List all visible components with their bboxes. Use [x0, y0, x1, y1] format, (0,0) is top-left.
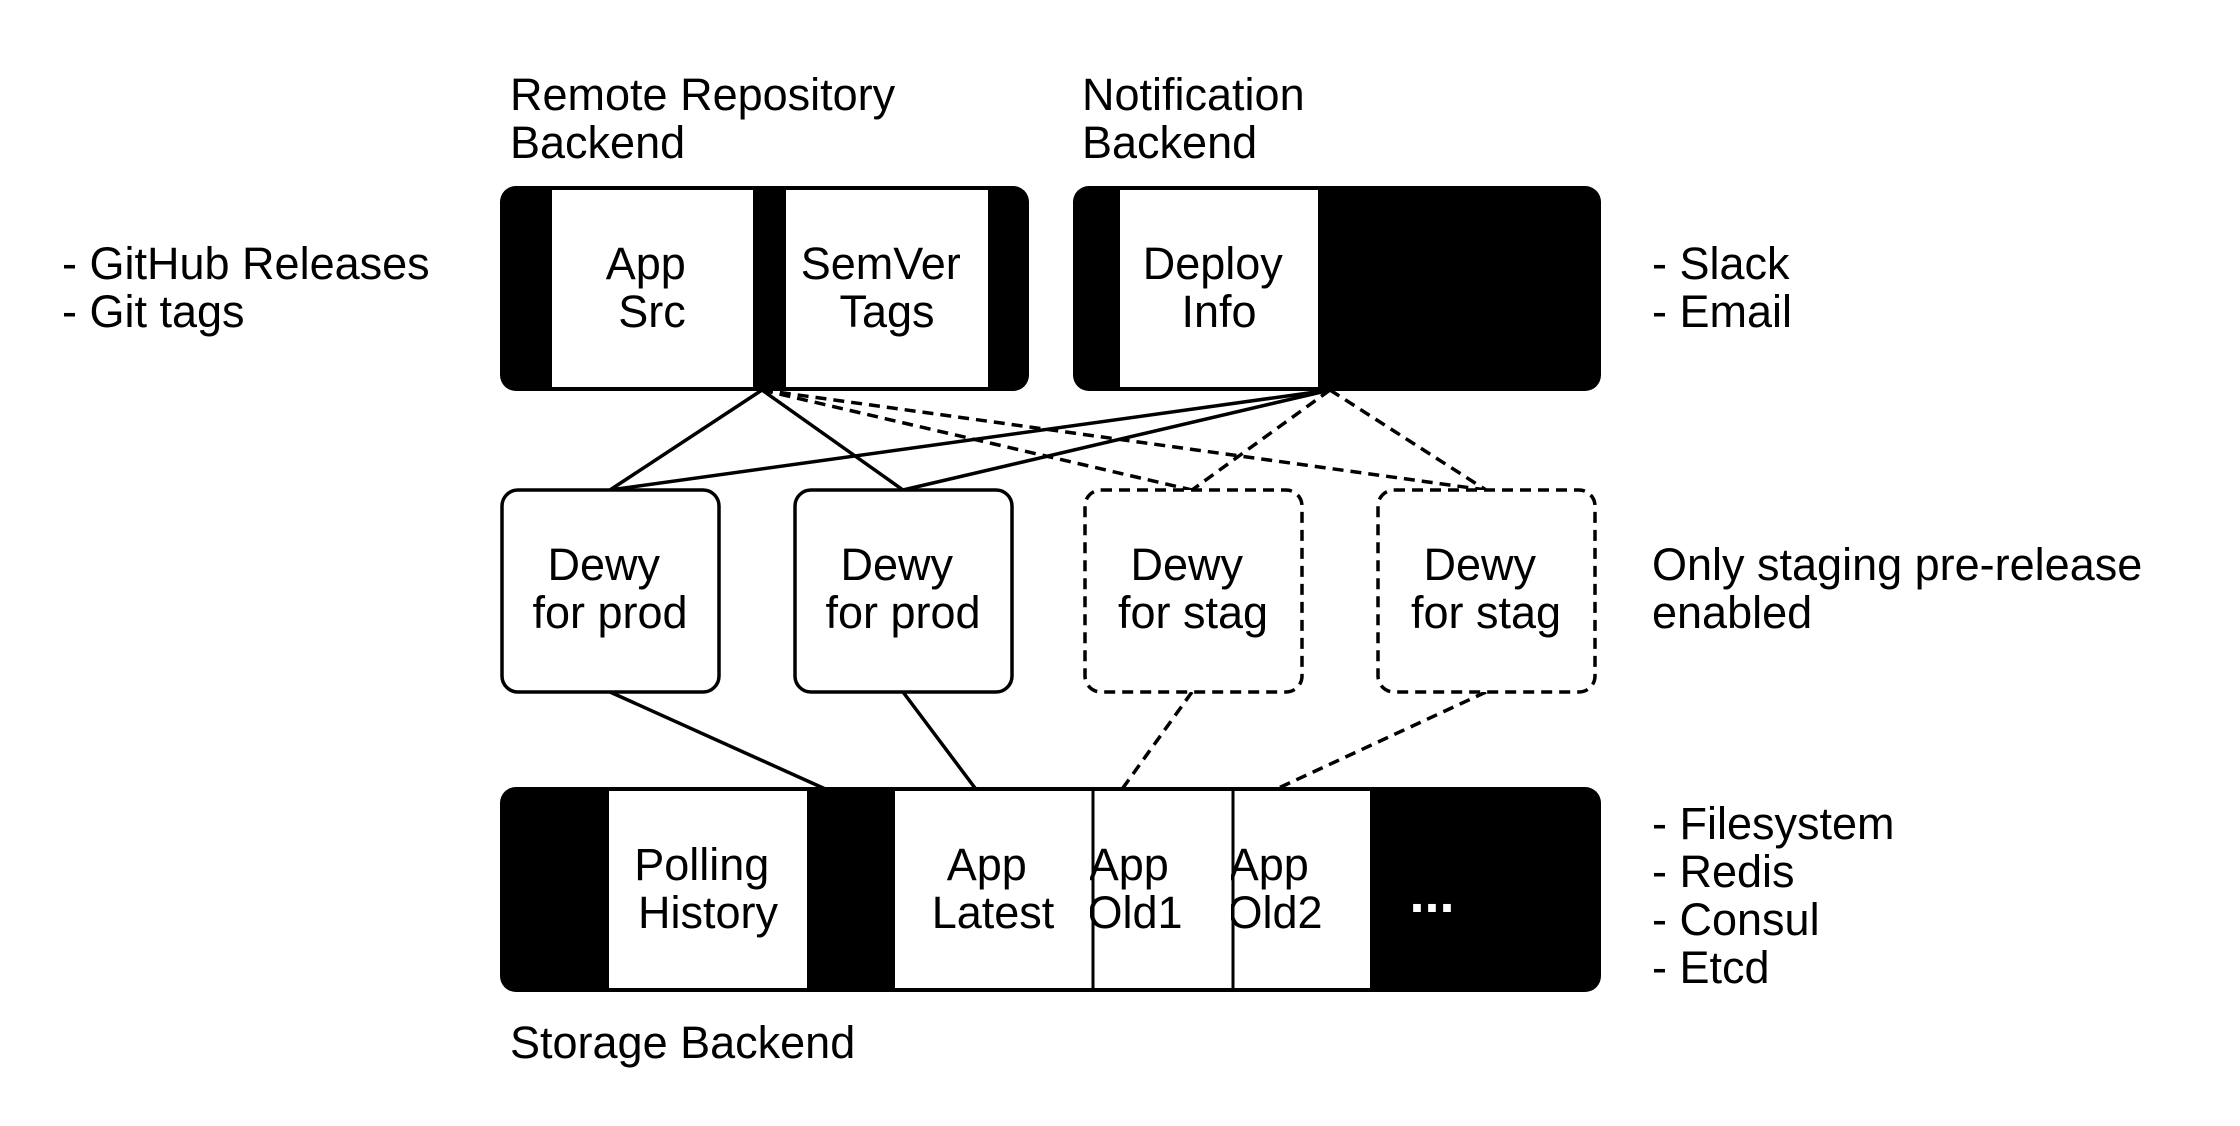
semver-tags-label: SemVer Tags	[801, 238, 974, 337]
remote-repo-notes: - GitHub Releases - Git tags	[62, 238, 442, 337]
dewy-stag-2-label: Dewy for stag	[1411, 539, 1561, 638]
notification-backend: Notification Backend Deploy Info - Slack…	[1073, 69, 1802, 391]
connector-repo-to-prod1	[609, 388, 763, 492]
storage-notes: - Filesystem - Redis - Consul - Etcd	[1652, 798, 1907, 993]
polling-history-label: Polling History	[634, 839, 782, 938]
connector-repo-to-stag1	[761, 388, 1193, 492]
connector-notify-to-stag2	[1329, 388, 1487, 492]
dewy-prod-2-label: Dewy for prod	[825, 539, 980, 638]
connector-notify-to-prod2	[902, 388, 1331, 492]
notification-title: Notification Backend	[1082, 69, 1317, 168]
app-latest-cell	[895, 791, 1092, 988]
notification-notes: - Slack - Email	[1652, 238, 1802, 337]
remote-repository-backend: Remote Repository Backend App Src SemVer…	[62, 69, 1029, 391]
app-src-label: App Src	[606, 238, 699, 337]
remote-repo-title: Remote Repository Backend	[510, 69, 908, 168]
connector-notify-to-stag1	[1190, 388, 1332, 492]
connector-stag1-to-storage	[1118, 690, 1194, 794]
deploy-info-cell	[1120, 190, 1318, 387]
app-old1-cell	[1093, 791, 1233, 988]
connector-repo-to-stag2	[761, 388, 1487, 492]
storage-title: Storage Backend	[510, 1017, 855, 1068]
connector-prod1-to-storage	[609, 690, 833, 794]
app-latest-label: App Latest	[932, 839, 1055, 938]
connector-stag2-to-storage	[1269, 690, 1487, 794]
connectors	[609, 388, 1487, 794]
storage-ellipsis: ...	[1409, 864, 1454, 924]
dewy-stag-1-box	[1083, 488, 1304, 694]
polling-history-cell	[609, 791, 807, 988]
dewy-prod-2-box	[793, 488, 1014, 694]
connector-repo-to-prod2	[760, 388, 905, 492]
staging-note: Only staging pre-release enabled	[1652, 539, 2155, 638]
storage-backend: Polling History App Latest App Old1 App …	[500, 787, 1907, 1068]
semver-tags-cell	[786, 190, 988, 387]
deploy-info-label: Deploy Info	[1143, 238, 1296, 337]
dewy-prod-1-label: Dewy for prod	[532, 539, 687, 638]
app-old2-cell	[1234, 791, 1370, 988]
app-old2-label: App Old2	[1227, 839, 1322, 938]
connector-prod2-to-storage	[901, 690, 980, 794]
connector-notify-to-prod1	[609, 388, 1331, 492]
app-old1-label: App Old1	[1087, 839, 1182, 938]
dewy-instances: Dewy for prod Dewy for prod Dewy for sta…	[500, 488, 2155, 694]
app-src-cell	[552, 190, 753, 387]
dewy-prod-1-box	[500, 488, 721, 694]
dewy-stag-1-label: Dewy for stag	[1118, 539, 1268, 638]
dewy-stag-2-box	[1376, 488, 1597, 694]
